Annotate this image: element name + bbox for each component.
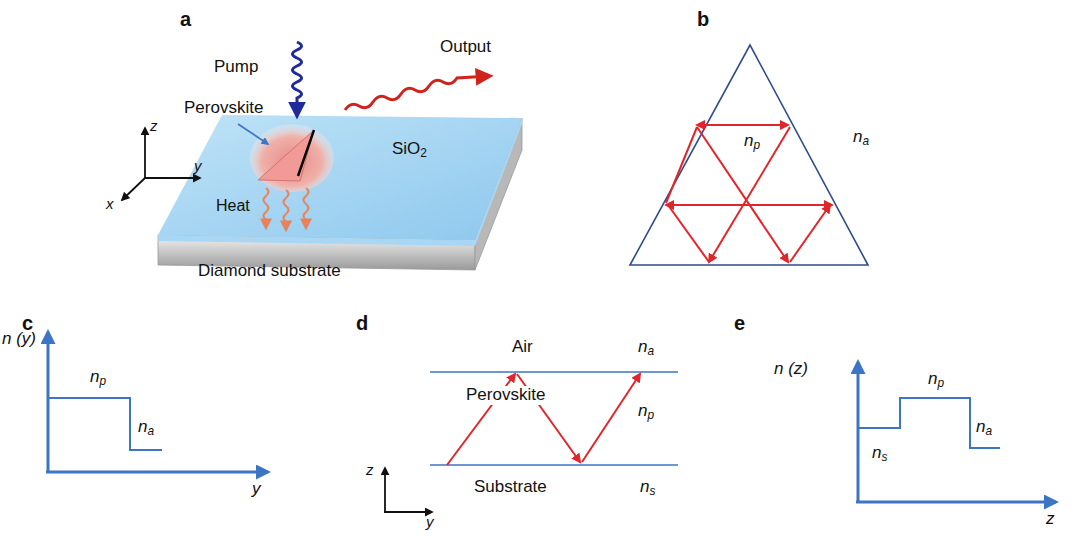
index-label: np <box>928 370 944 389</box>
index-label: np <box>744 132 760 151</box>
substrate-label: Diamond substrate <box>198 262 341 281</box>
axis-label: z <box>1046 510 1055 529</box>
axis-label: y <box>252 480 261 499</box>
axis-label: n (y) <box>2 330 36 349</box>
axis-label: z <box>150 118 158 135</box>
index-label: na <box>853 128 869 147</box>
axis-label: y <box>194 158 202 175</box>
material-label: Perovskite <box>184 99 263 118</box>
medium-label: Air <box>512 338 533 357</box>
axis-label: z <box>366 462 374 479</box>
panel-letter: b <box>697 8 709 30</box>
index-label: na <box>976 418 992 437</box>
index-label: ns <box>872 444 887 463</box>
axis-label: y <box>426 514 434 531</box>
index-label: ns <box>640 478 655 497</box>
heat-label: Heat <box>216 197 250 215</box>
medium-label: Perovskite <box>464 386 547 405</box>
axis-label: n (z) <box>774 360 808 379</box>
index-label: np <box>90 368 106 387</box>
index-label: na <box>638 338 654 357</box>
index-label: np <box>638 402 654 421</box>
beam-label: Pump <box>214 58 258 77</box>
layer-label: SiO2 <box>392 140 427 159</box>
panel-letter: e <box>734 312 745 334</box>
panel-letter: a <box>180 8 191 30</box>
panel-letter: d <box>356 312 368 334</box>
axis-label: x <box>106 196 114 213</box>
medium-label: Substrate <box>474 478 547 497</box>
beam-label: Output <box>440 38 491 57</box>
index-label: na <box>138 418 154 437</box>
